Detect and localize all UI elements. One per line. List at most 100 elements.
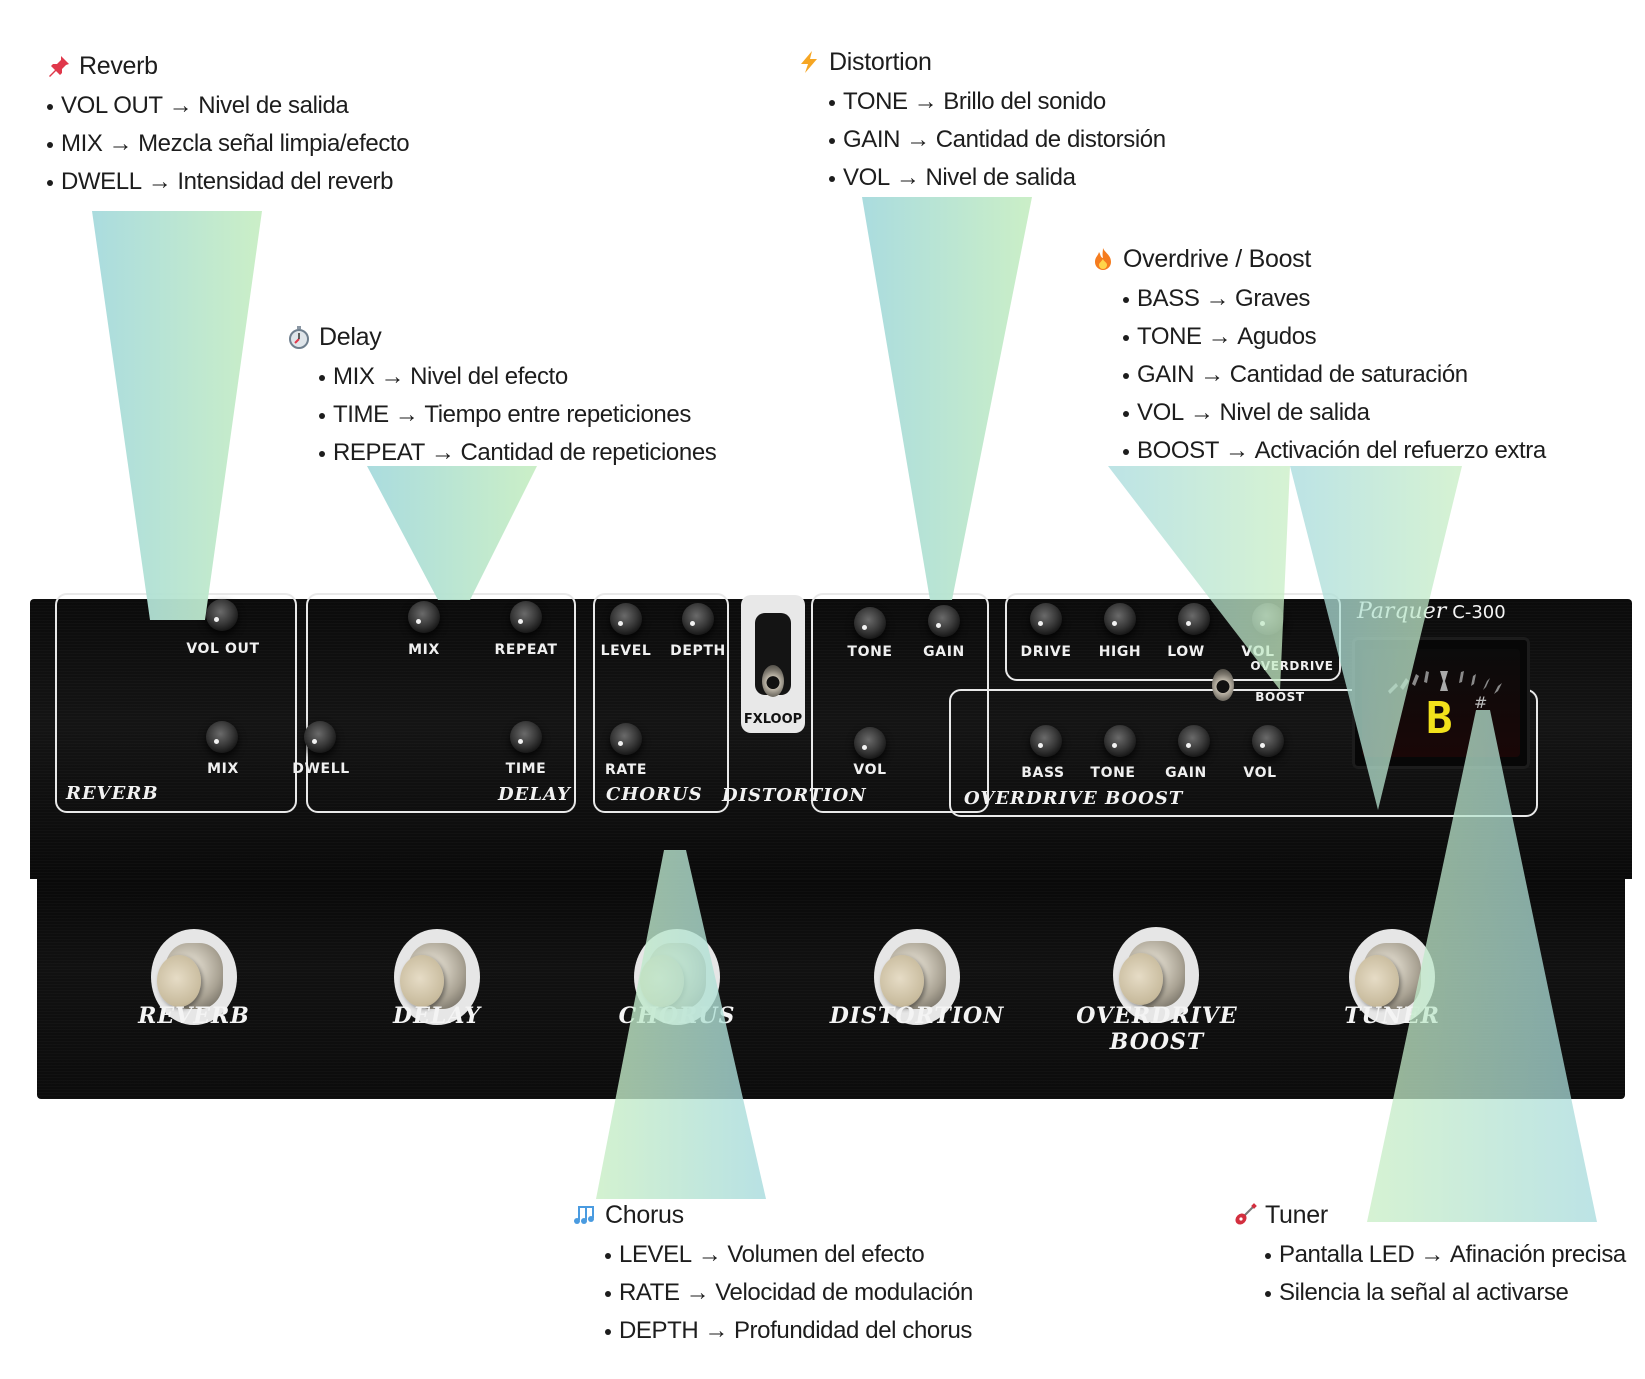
knob-label: DWELL <box>292 761 350 777</box>
tuner-meter-ticks <box>1388 671 1502 694</box>
reverb-dwell-knob[interactable] <box>304 721 336 753</box>
footswitch-distortion[interactable] <box>874 929 960 1025</box>
callout-tuner: Tuner Pantalla LED→Afinación precisa Sil… <box>1233 1200 1626 1312</box>
reverb-vol-out-knob[interactable] <box>206 599 238 631</box>
chorus-level-knob[interactable] <box>610 603 642 635</box>
distortion-vol-knob[interactable] <box>854 727 886 759</box>
overdrive-switch-label: OVERDRIVE <box>1250 659 1334 673</box>
lightning-icon <box>801 51 817 73</box>
knob-label: TIME <box>505 761 547 777</box>
fxloop-switch-plate: FXLOOP <box>741 595 805 733</box>
knob-label: VOL <box>1241 644 1275 660</box>
knob-label: TONE <box>1090 765 1136 781</box>
fire-icon <box>1095 248 1111 270</box>
knob-label: VOL <box>1243 765 1277 781</box>
music-notes-icon <box>574 1206 594 1224</box>
footswitch-label: DISTORTION <box>829 1003 1005 1029</box>
callout-title: Overdrive / Boost <box>1091 244 1546 274</box>
knob-label: LEVEL <box>600 643 652 659</box>
callout-list: BASS→Graves TONE→Agudos GAIN→Cantidad de… <box>1123 280 1546 470</box>
overdrive-boost-section-label: OVERDRIVE BOOST <box>964 788 1184 809</box>
knob-label: GAIN <box>1165 765 1207 781</box>
footswitch-label: TUNER <box>1344 1003 1440 1029</box>
list-item: TIME→Tiempo entre repeticiones <box>319 396 716 434</box>
footswitch-delay[interactable] <box>394 929 480 1025</box>
reverb-mix-knob[interactable] <box>206 721 238 753</box>
knob-label: VOL OUT <box>186 641 260 657</box>
delay-mix-knob[interactable] <box>408 601 440 633</box>
list-item: Silencia la señal al activarse <box>1265 1274 1626 1312</box>
fxloop-toggle-switch[interactable] <box>762 665 784 697</box>
list-item: RATE→Velocidad de modulación <box>605 1274 973 1312</box>
callout-list: Pantalla LED→Afinación precisa Silencia … <box>1265 1236 1626 1312</box>
boost-vol-knob[interactable] <box>1252 725 1284 757</box>
callout-chorus: Chorus LEVEL→Volumen del efecto RATE→Vel… <box>573 1200 973 1350</box>
distortion-section-label: DISTORTION <box>722 785 867 806</box>
footswitch-label: DELAY <box>393 1003 481 1029</box>
pushpin-icon <box>49 56 69 77</box>
knob-label: DRIVE <box>1020 644 1072 660</box>
list-item: GAIN→Cantidad de distorsión <box>829 121 1166 159</box>
boost-gain-knob[interactable] <box>1178 725 1210 757</box>
callout-list: MIX→Nivel del efecto TIME→Tiempo entre r… <box>319 358 717 472</box>
boost-tone-knob[interactable] <box>1104 725 1136 757</box>
chorus-section-label: CHORUS <box>606 784 703 805</box>
footswitch-label: REVERB <box>138 1003 250 1029</box>
footswitch-reverb[interactable] <box>151 929 237 1025</box>
list-item: Pantalla LED→Afinación precisa <box>1265 1236 1626 1274</box>
footswitch-overdrive-boost[interactable] <box>1113 927 1199 1023</box>
boost-switch-label: BOOST <box>1255 690 1305 704</box>
reverb-section-label: REVERB <box>66 783 159 804</box>
list-item: VOL→Nivel de salida <box>829 159 1166 197</box>
footswitch-label: OVERDRIVE BOOST <box>1076 1003 1238 1055</box>
delay-time-knob[interactable] <box>510 721 542 753</box>
list-item: TONE→Agudos <box>1123 318 1546 356</box>
chorus-rate-knob[interactable] <box>610 723 642 755</box>
callout-list: VOL OUT→Nivel de salida MIX→Mezcla señal… <box>47 87 410 201</box>
boost-bass-knob[interactable] <box>1030 725 1062 757</box>
delay-repeat-knob[interactable] <box>510 601 542 633</box>
overdrive-low-knob[interactable] <box>1178 603 1210 635</box>
distortion-beam <box>862 197 1032 600</box>
guitar-icon <box>1235 1203 1257 1225</box>
knob-label: VOL <box>853 762 887 778</box>
knob-label: TONE <box>847 644 893 660</box>
list-item: LEVEL→Volumen del efecto <box>605 1236 973 1274</box>
list-item: VOL→Nivel de salida <box>1123 394 1546 432</box>
callout-distortion: Distortion TONE→Brillo del sonido GAIN→C… <box>797 47 1166 197</box>
fxloop-label: FXLOOP <box>743 712 803 727</box>
knob-label: DEPTH <box>670 643 726 659</box>
model-name: C-300 <box>1452 602 1506 623</box>
tuner-sharp-indicator: # <box>1474 693 1488 712</box>
footswitch-label: CHORUS <box>618 1003 736 1029</box>
knob-label: GAIN <box>923 644 965 660</box>
distortion-gain-knob[interactable] <box>928 605 960 637</box>
list-item: BASS→Graves <box>1123 280 1546 318</box>
callout-list: TONE→Brillo del sonido GAIN→Cantidad de … <box>829 83 1166 197</box>
delay-section-label: DELAY <box>498 784 571 805</box>
list-item: MIX→Mezcla señal limpia/efecto <box>47 125 410 163</box>
callout-title: Delay <box>287 322 716 352</box>
callout-title: Chorus <box>573 1200 973 1230</box>
callout-overdrive-boost: Overdrive / Boost BASS→Graves TONE→Agudo… <box>1091 244 1546 470</box>
tuner-display: B # <box>1352 637 1530 769</box>
chorus-section-outline <box>593 593 729 813</box>
overdrive-drive-knob[interactable] <box>1030 603 1062 635</box>
pedal-board: VOL OUT MIX DWELL REVERB MIX REPEAT TIME… <box>30 593 1632 1099</box>
knob-label: BASS <box>1021 765 1065 781</box>
knob-label: MIX <box>408 642 440 658</box>
callout-title: Reverb <box>47 51 409 81</box>
list-item: DEPTH→Profundidad del chorus <box>605 1312 973 1350</box>
overdrive-vol-knob[interactable] <box>1252 603 1284 635</box>
knob-label: RATE <box>604 762 648 778</box>
distortion-tone-knob[interactable] <box>854 607 886 639</box>
list-item: TONE→Brillo del sonido <box>829 83 1166 121</box>
callout-list: LEVEL→Volumen del efecto RATE→Velocidad … <box>605 1236 973 1350</box>
stopwatch-icon <box>289 326 309 349</box>
reverb-beam <box>92 211 262 620</box>
callout-title: Tuner <box>1233 1200 1626 1230</box>
control-panel: VOL OUT MIX DWELL REVERB MIX REPEAT TIME… <box>30 593 1632 879</box>
overdrive-high-knob[interactable] <box>1104 603 1136 635</box>
chorus-depth-knob[interactable] <box>682 603 714 635</box>
